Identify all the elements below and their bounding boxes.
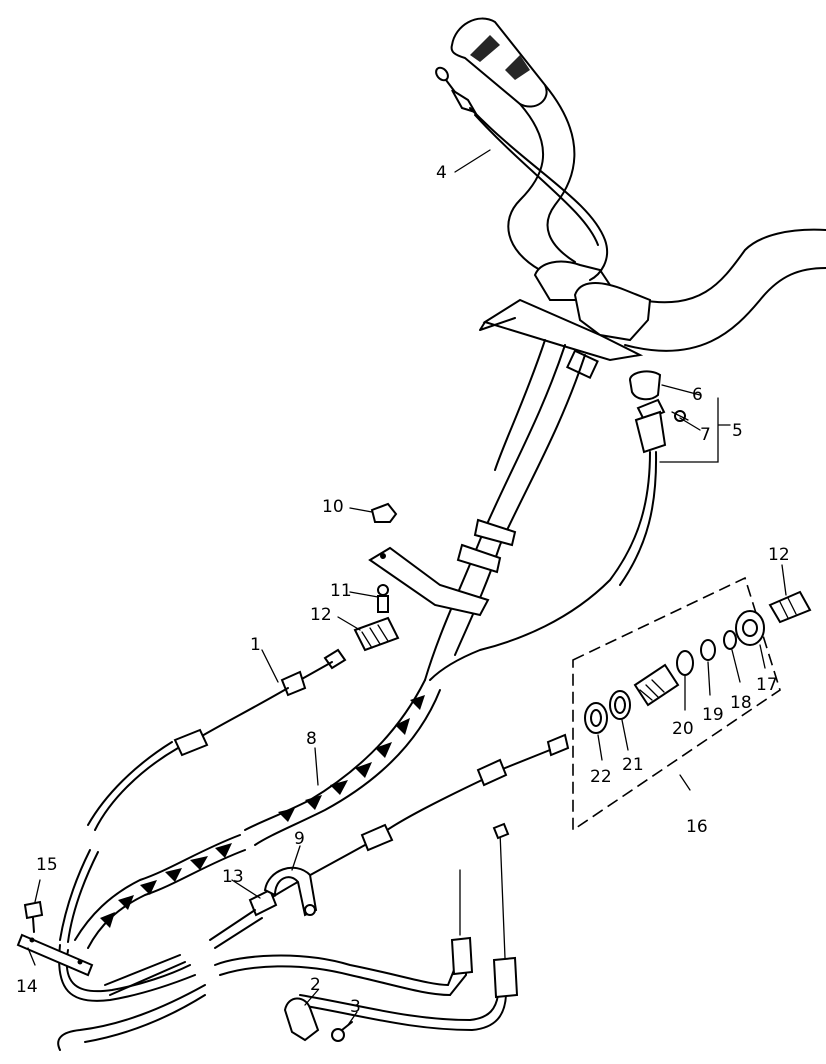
- bracket-14: [16, 933, 94, 977]
- cable-13: [104, 733, 570, 996]
- handlebar-grip: [450, 17, 548, 108]
- bracket-5: [659, 397, 731, 463]
- label-8: 8: [306, 729, 317, 749]
- label-17: 17: [756, 675, 778, 695]
- label-4: 4: [436, 163, 447, 183]
- label-18: 18: [730, 693, 752, 713]
- label-20: 20: [672, 719, 694, 739]
- label-6: 6: [692, 385, 703, 405]
- part-labels: 1 2 3 4 5 6 7 8 9 10 11 12 12 13 14 15 1…: [16, 163, 790, 1017]
- adjuster-12-left: [353, 616, 400, 652]
- label-5: 5: [732, 421, 743, 441]
- steering-column: [424, 339, 586, 681]
- lower-cables: [57, 822, 519, 1051]
- label-9: 9: [294, 829, 305, 849]
- label-15: 15: [36, 855, 58, 875]
- label-10: 10: [322, 497, 344, 517]
- adjuster-12-right: [768, 590, 812, 624]
- label-2: 2: [310, 975, 321, 995]
- nut-15: [23, 900, 44, 933]
- fitting-11: [377, 584, 389, 613]
- screw-3: [331, 1021, 353, 1042]
- label-12a: 12: [310, 605, 332, 625]
- label-16: 16: [686, 817, 708, 837]
- mounting-bracket: [368, 546, 490, 617]
- choke-cable-5: [429, 370, 689, 681]
- label-13: 13: [222, 867, 244, 887]
- label-3: 3: [350, 997, 361, 1017]
- spiral-wrap-8: [74, 679, 441, 949]
- clamp-2: [283, 997, 320, 1042]
- label-19: 19: [702, 705, 724, 725]
- clamp-9: [263, 866, 318, 917]
- throttle-cable-4: [435, 66, 609, 281]
- label-1: 1: [250, 635, 261, 655]
- label-11: 11: [330, 581, 352, 601]
- label-12b: 12: [768, 545, 790, 565]
- label-22: 22: [590, 767, 612, 787]
- label-7: 7: [700, 425, 711, 445]
- nut-10: [370, 502, 398, 523]
- leader-lines: [27, 149, 787, 1026]
- kit-16: [572, 576, 781, 832]
- label-14: 14: [16, 977, 38, 997]
- handlebar: [507, 84, 826, 352]
- throttle-housing: [479, 260, 652, 379]
- label-21: 21: [622, 755, 644, 775]
- cable-1: [59, 648, 347, 943]
